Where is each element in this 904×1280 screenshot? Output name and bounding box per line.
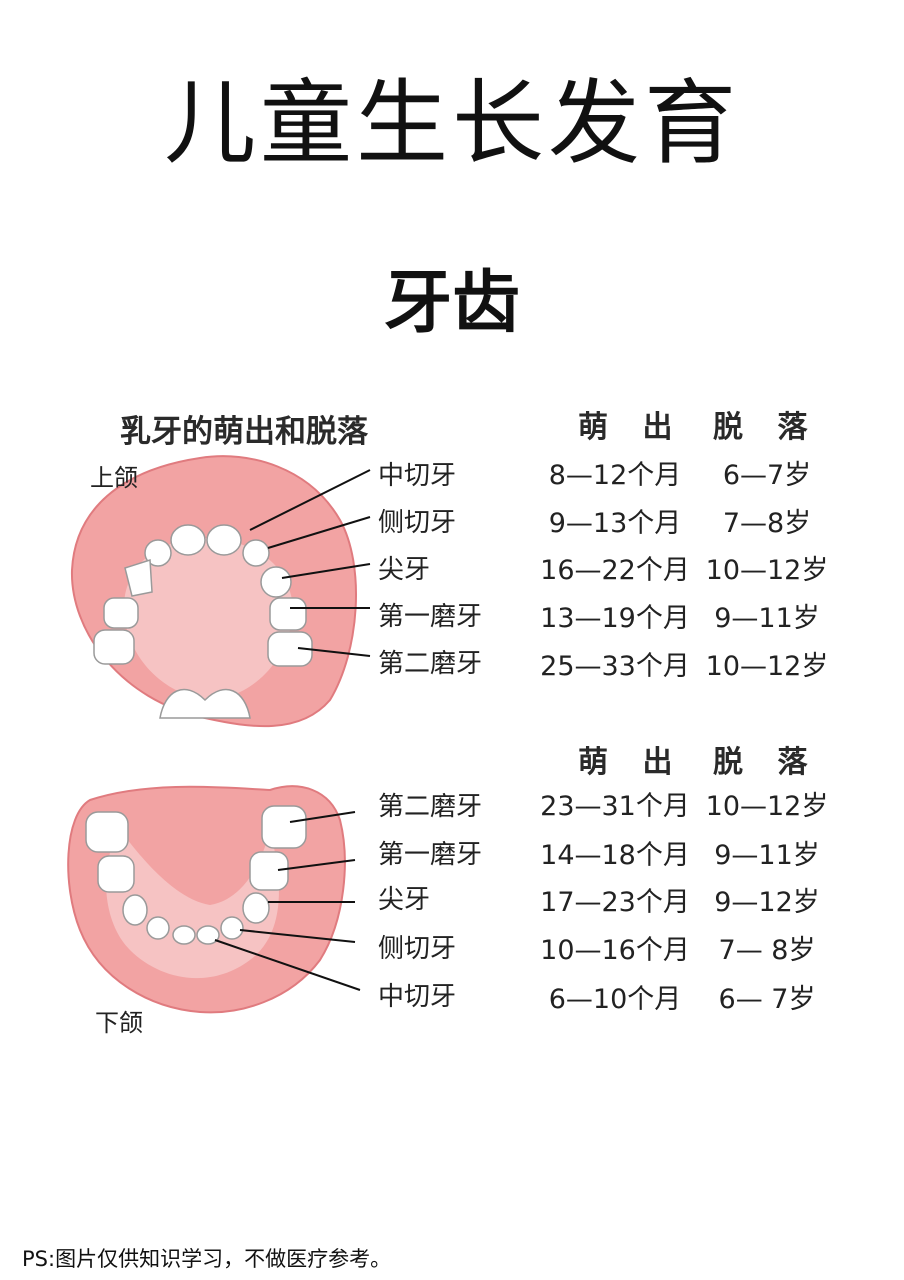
lower-tooth-label: 尖牙 <box>378 885 431 915</box>
upper-fall-value: 6—7岁 <box>722 460 812 491</box>
lower-fall-value: 10—12岁 <box>705 791 829 822</box>
lower-fall-value: 9—11岁 <box>714 840 820 871</box>
lower-fall-value: 9—12岁 <box>714 887 820 918</box>
upper-fall-header: 脱 落 <box>713 410 820 445</box>
page-title: 儿童生长发育 <box>163 70 740 177</box>
upper-erupt-value: 13—19个月 <box>540 603 690 634</box>
upper-tooth-label: 第一磨牙 <box>378 602 483 632</box>
page-subtitle: 牙齿 <box>383 264 520 343</box>
lower-jaw-label: 下颌 <box>95 1009 143 1037</box>
upper-tooth-label: 侧切牙 <box>378 508 457 538</box>
lower-tooth-label: 侧切牙 <box>378 934 457 964</box>
upper-tooth-label: 中切牙 <box>378 461 457 491</box>
upper-fall-value: 7—8岁 <box>722 508 812 539</box>
lower-jaw-illustration <box>67 785 346 1014</box>
lower-tooth-label: 第一磨牙 <box>378 840 483 870</box>
upper-erupt-value: 9—13个月 <box>548 508 682 539</box>
upper-erupt-value: 25—33个月 <box>540 651 690 682</box>
upper-erupt-header: 萌 出 <box>578 410 685 445</box>
upper-fall-value: 10—12岁 <box>705 651 829 682</box>
figure-title: 乳牙的萌出和脱落 <box>120 414 368 450</box>
upper-erupt-value: 8—12个月 <box>548 460 682 491</box>
upper-tooth-label: 尖牙 <box>378 555 431 585</box>
upper-jaw-illustration <box>70 455 358 728</box>
lower-erupt-value: 6—10个月 <box>548 984 682 1015</box>
lower-erupt-value: 23—31个月 <box>540 791 690 822</box>
lower-erupt-value: 10—16个月 <box>540 935 690 966</box>
disclaimer-note: PS:图片仅供知识学习，不做医疗参考。 <box>22 1247 392 1271</box>
lower-erupt-header: 萌 出 <box>578 745 685 780</box>
lower-tooth-label: 中切牙 <box>378 982 457 1012</box>
upper-jaw-label: 上颌 <box>90 464 138 492</box>
lower-erupt-value: 14—18个月 <box>540 840 690 871</box>
lower-erupt-value: 17—23个月 <box>540 887 690 918</box>
upper-tooth-label: 第二磨牙 <box>378 649 483 679</box>
lower-fall-header: 脱 落 <box>713 745 820 780</box>
upper-erupt-value: 16—22个月 <box>540 555 690 586</box>
upper-fall-value: 10—12岁 <box>705 555 829 586</box>
upper-fall-value: 9—11岁 <box>714 603 820 634</box>
lower-tooth-label: 第二磨牙 <box>378 792 483 822</box>
lower-fall-value: 7— 8岁 <box>718 935 816 966</box>
lower-fall-value: 6— 7岁 <box>718 984 816 1015</box>
